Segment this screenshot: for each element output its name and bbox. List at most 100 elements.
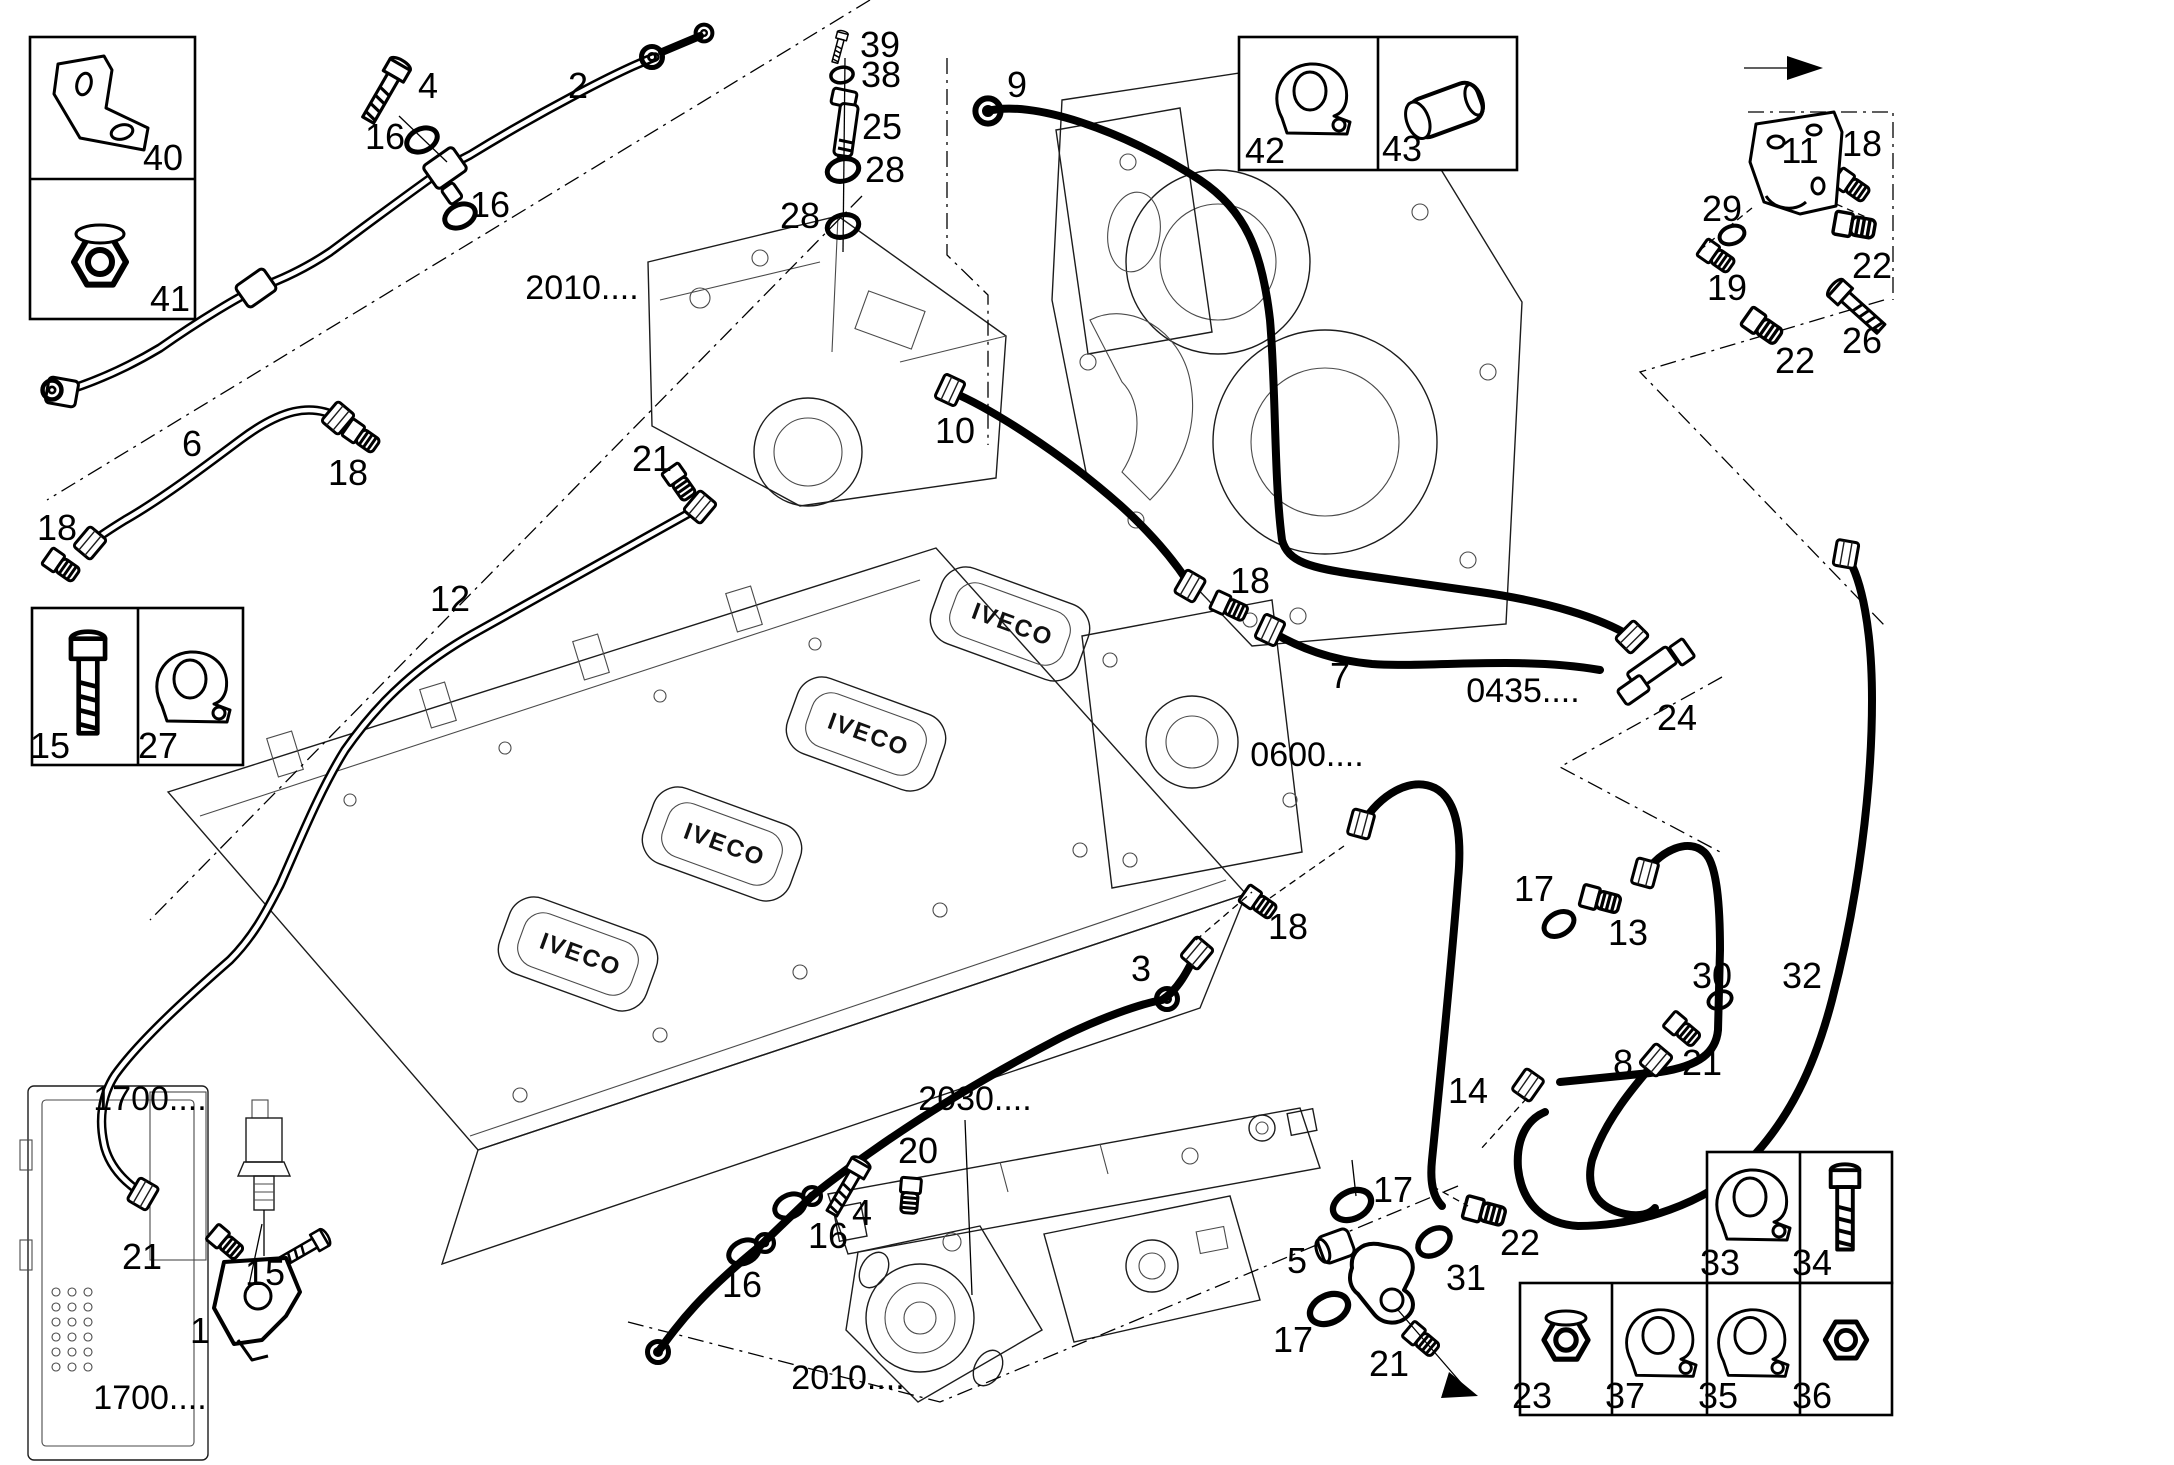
part-callout-5: 5 (1287, 1240, 1307, 1281)
union-fitting-icon (204, 1222, 247, 1264)
part-callout-22: 22 (1500, 1222, 1540, 1263)
part-callout-19: 19 (1707, 267, 1747, 308)
part-callout-22: 22 (1775, 340, 1815, 381)
clamp-icon (1625, 1308, 1698, 1378)
seal-ring-icon (827, 63, 857, 87)
seal-ring-icon (825, 155, 862, 185)
fuel-pipes (43, 25, 1876, 1363)
nut-icon (74, 239, 126, 284)
pipe-12 (96, 488, 719, 1213)
part-callout-3: 3 (1131, 948, 1151, 989)
part-callout-18: 18 (37, 507, 77, 548)
part-callout-15: 15 (30, 725, 70, 766)
pipe-6 (71, 399, 357, 562)
part-callout-37: 37 (1605, 1375, 1645, 1416)
clamp-icon (1715, 1168, 1792, 1242)
part-callout-18: 18 (1842, 123, 1882, 164)
ref-code: 2010.... (525, 269, 638, 307)
part-callout-16: 16 (365, 116, 405, 157)
part-callout-40: 40 (143, 137, 183, 178)
part-callout-27: 27 (138, 725, 178, 766)
seal-ring-icon (771, 1189, 809, 1222)
part-callout-1: 1 (190, 1310, 210, 1351)
part-callout-26: 26 (1842, 320, 1882, 361)
ecu-plate-drawing (19, 1085, 209, 1461)
part-callout-4: 4 (418, 65, 438, 106)
fuel-rail-drawing (827, 1107, 1321, 1343)
pipe-32 (1513, 537, 1876, 1230)
part-callout-35: 35 (1698, 1375, 1738, 1416)
pipe-3 (648, 934, 1216, 1363)
ref-code: 2010.... (791, 1359, 904, 1397)
part-callout-13: 13 (1608, 912, 1648, 953)
part-callout-25: 25 (862, 106, 902, 147)
part-callout-31: 31 (1446, 1257, 1486, 1298)
engine-artwork (19, 57, 1523, 1461)
hardware-parts (40, 28, 1890, 1362)
union-fitting-icon (897, 1175, 924, 1216)
cylinder-head-drawing (166, 547, 1248, 1266)
clamp-icon (155, 650, 232, 724)
part-callout-4: 4 (852, 1192, 872, 1233)
part-callout-12: 12 (430, 578, 470, 619)
part-callout-23: 23 (1512, 1375, 1552, 1416)
nut-icon (1544, 1321, 1588, 1359)
union-fitting-icon (340, 416, 384, 457)
union-fitting-icon (1830, 209, 1878, 243)
seal-ring-icon (1540, 906, 1579, 941)
part-callout-10: 10 (935, 410, 975, 451)
pipe-9 (975, 98, 1651, 656)
inset-boxes (28, 35, 1894, 1417)
ref-code: 1700.... (93, 1080, 206, 1118)
part-callout-39: 39 (860, 24, 900, 65)
part-callout-17: 17 (1373, 1169, 1413, 1210)
part-callout-18: 18 (328, 452, 368, 493)
part-callout-36: 36 (1792, 1375, 1832, 1416)
pipe-13 (1345, 780, 1464, 1210)
inset-box-23-37-35-36 (1518, 1281, 1894, 1417)
pump-flange-drawing (845, 1225, 1043, 1403)
sleeve-icon (1404, 80, 1485, 141)
seal-ring-icon (1413, 1222, 1456, 1262)
part-callout-43: 43 (1382, 128, 1422, 169)
ref-code: 1700.... (93, 1379, 206, 1417)
part-callout-20: 20 (898, 1130, 938, 1171)
part-callout-6: 6 (182, 423, 202, 464)
part-callout-17: 17 (1273, 1319, 1313, 1360)
ref-code: 0435.... (1466, 672, 1579, 710)
banjo-elbow-part (1314, 1227, 1415, 1325)
inset-box-33-34 (1705, 1150, 1894, 1285)
ref-code: 2030.... (918, 1080, 1031, 1118)
part-callout-21: 21 (122, 1236, 162, 1277)
pipe-2 (43, 25, 713, 409)
union-fitting-icon (1577, 882, 1624, 918)
direction-arrow-bottom (1441, 1372, 1478, 1398)
part-callout-29: 29 (1702, 188, 1742, 229)
union-fitting-icon (40, 545, 84, 586)
ref-code: 0600.... (1250, 736, 1363, 774)
module-boundary-lines (46, 0, 1894, 1403)
pipe-7 (1253, 612, 1604, 674)
clamp-icon (1717, 1308, 1790, 1378)
part-callout-16: 16 (470, 184, 510, 225)
pipe-10 (933, 372, 1208, 605)
inset-box-42-43 (1237, 35, 1519, 172)
leader-lines (247, 57, 1869, 1385)
part-callout-30: 30 (1692, 955, 1732, 996)
part-callout-41: 41 (150, 278, 190, 319)
pipe-14 (1510, 842, 1724, 1104)
part-callout-18: 18 (1230, 560, 1270, 601)
part-callout-38: 38 (861, 54, 901, 95)
part-callout-8: 8 (1613, 1042, 1633, 1083)
part-callout-15: 15 (245, 1252, 285, 1293)
sensor-elbow-part (212, 1256, 302, 1362)
part-callout-24: 24 (1657, 697, 1697, 738)
part-callout-28: 28 (780, 195, 820, 236)
part-callout-21: 21 (632, 438, 672, 479)
part-callout-21: 21 (1682, 1042, 1722, 1083)
inset-box-40-41 (28, 35, 197, 321)
part-callout-28: 28 (865, 149, 905, 190)
part-callout-2: 2 (568, 65, 588, 106)
